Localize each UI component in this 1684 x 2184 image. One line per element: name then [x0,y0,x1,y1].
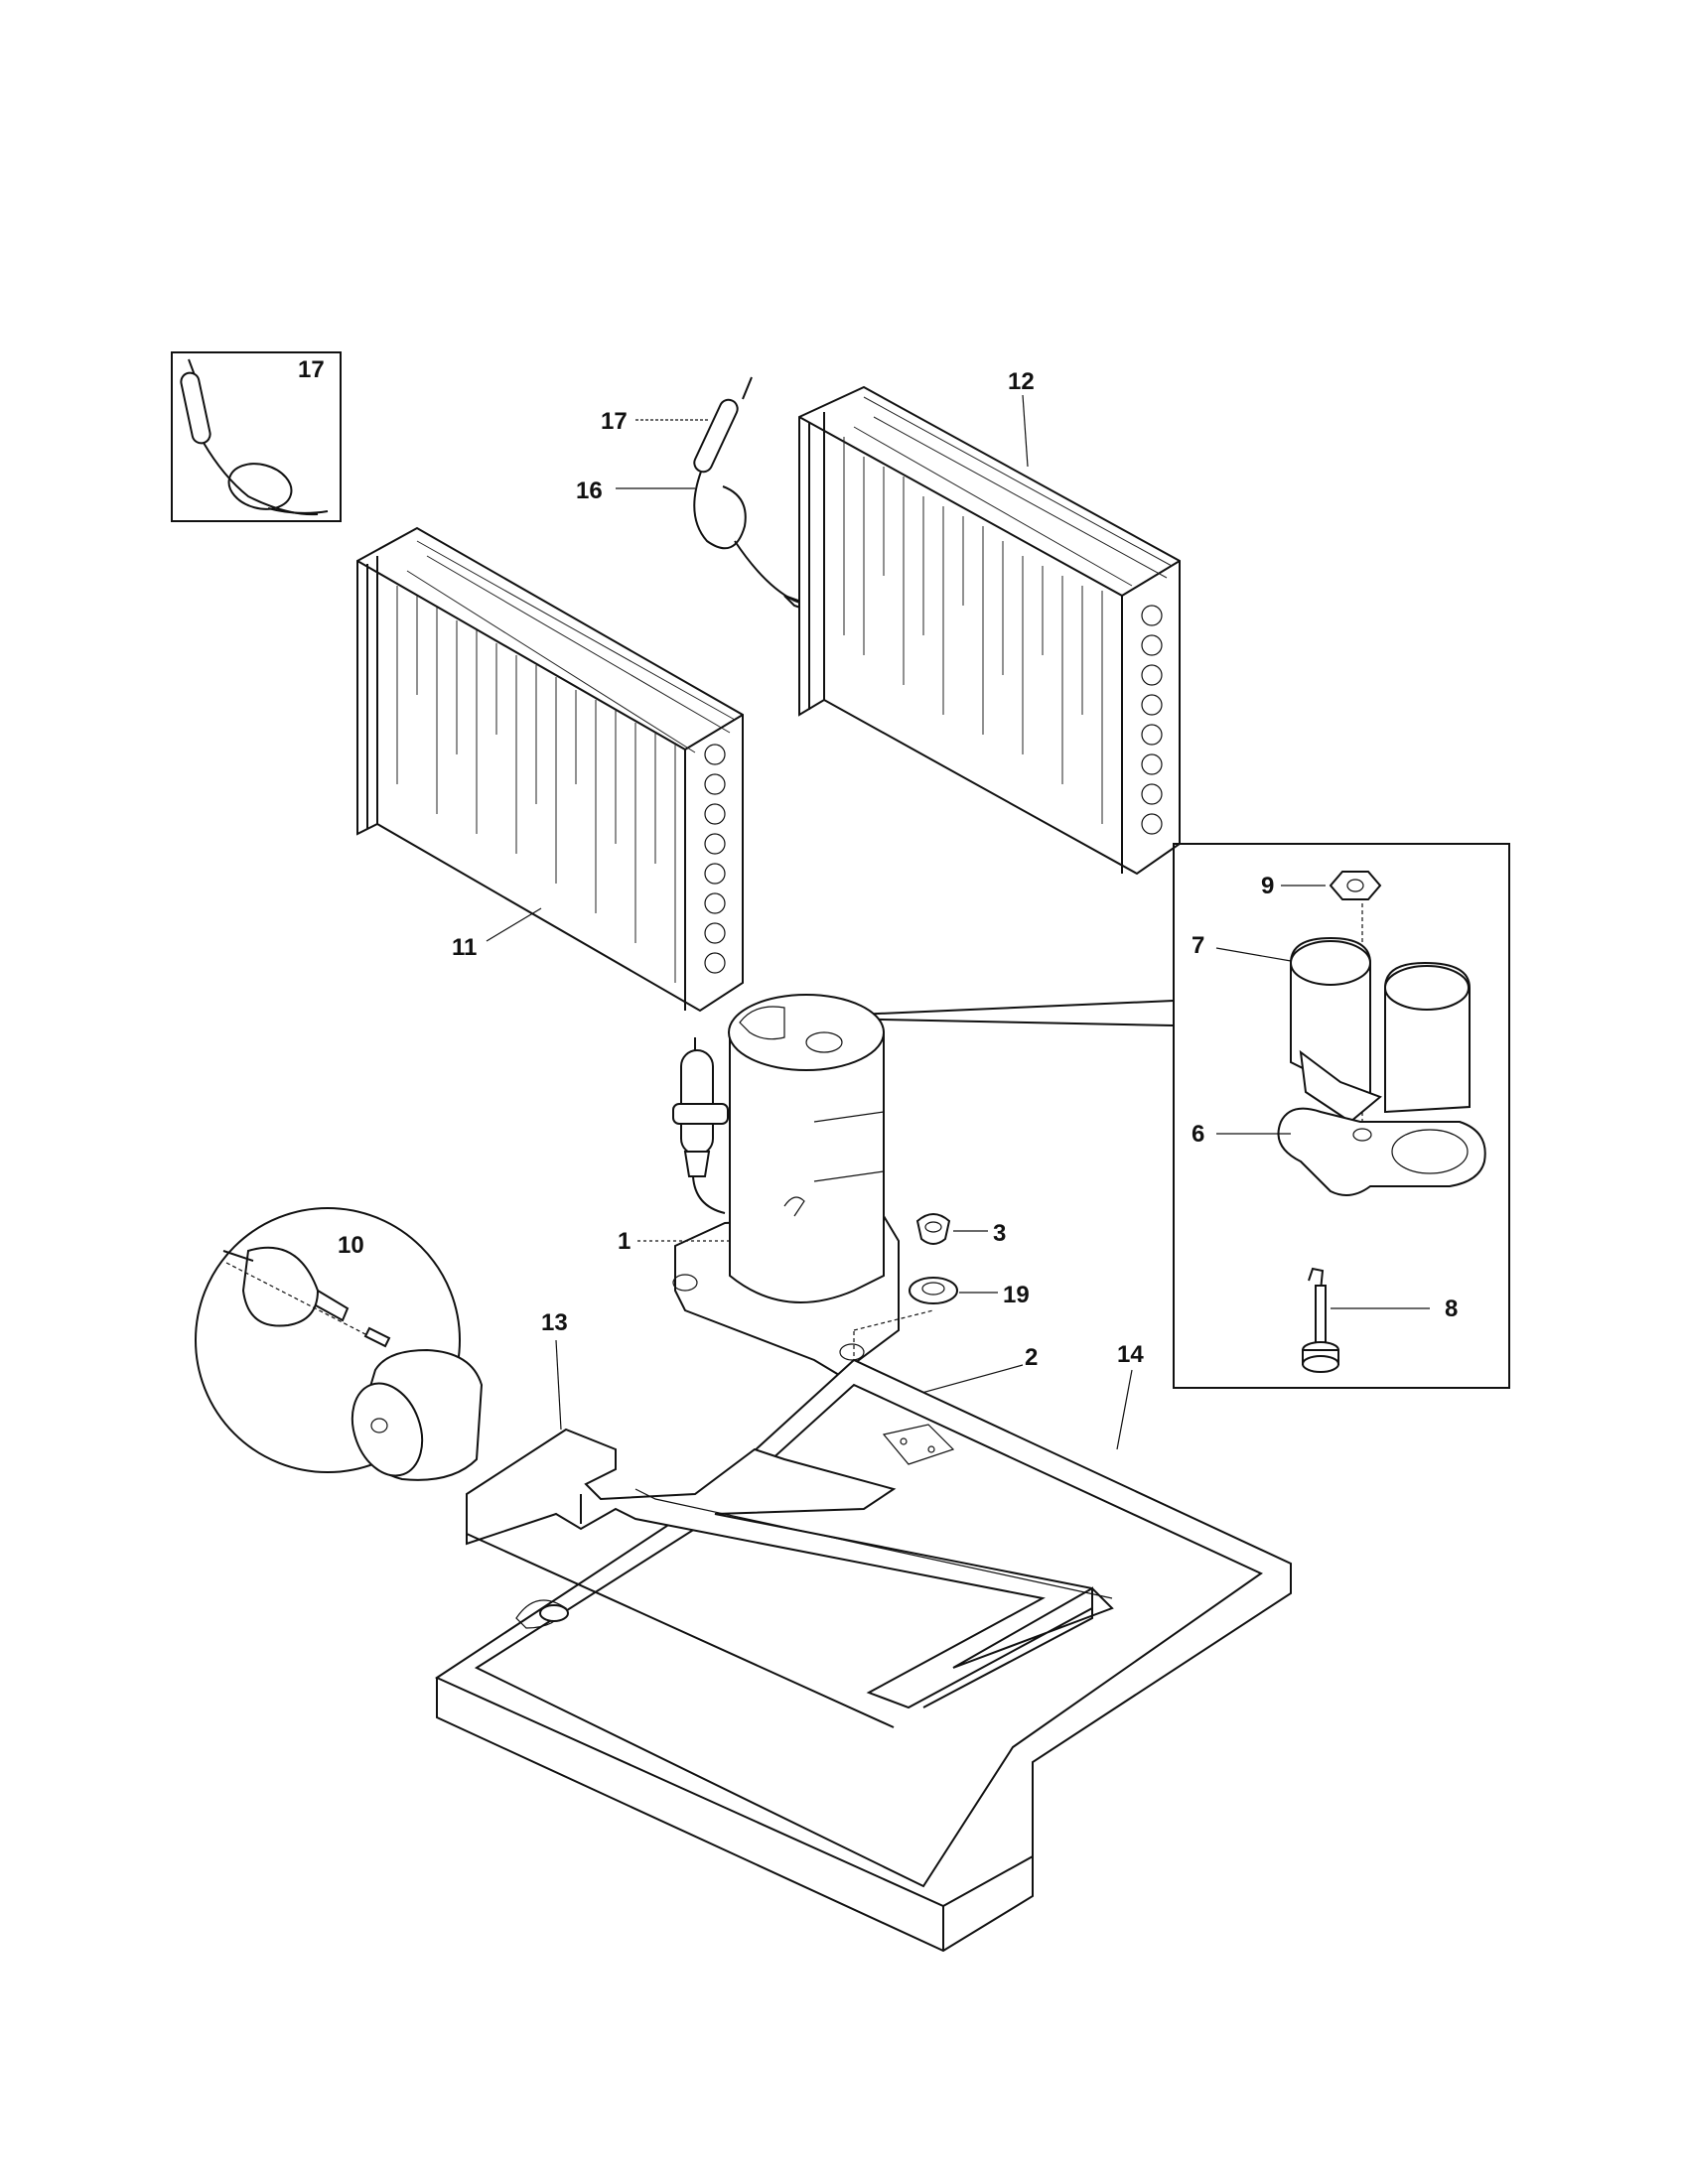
partition-13: 13 [466,1309,1114,1728]
callout-11: 11 [452,934,477,961]
callout-12: 12 [1008,368,1035,395]
mount-hardware-3-19: 3 19 [853,1213,1030,1370]
inset-sensor-17: 17 [171,351,342,522]
callout-17-inset: 17 [298,356,325,383]
coil-12: 12 [798,368,1181,876]
callout-9: 9 [1261,873,1274,899]
compressor-1: 1 [618,994,900,1377]
callout-14: 14 [1117,1341,1144,1368]
callout-8: 8 [1445,1296,1458,1322]
capacitor-detail-10: 10 [195,1207,484,1481]
callout-6: 6 [1192,1121,1204,1148]
detail-circle-10 [195,1207,461,1473]
inset-frame-17 [171,351,342,522]
coil-11: 11 [356,526,744,1013]
sensor-17-16: 17 16 [576,376,842,622]
callout-2: 2 [1025,1344,1038,1371]
detail-frame [1173,843,1510,1389]
detail-box-overload: 9 7 6 8 [833,843,1510,1389]
base-pan-14: 14 [434,1341,1292,1953]
callout-17: 17 [601,408,628,435]
callout-7: 7 [1192,932,1204,959]
callout-13: 13 [541,1309,568,1336]
callout-10: 10 [338,1232,364,1259]
callout-16: 16 [576,478,603,504]
callout-3: 3 [993,1220,1006,1247]
callout-1: 1 [618,1228,631,1255]
callout-19: 19 [1003,1282,1030,1308]
